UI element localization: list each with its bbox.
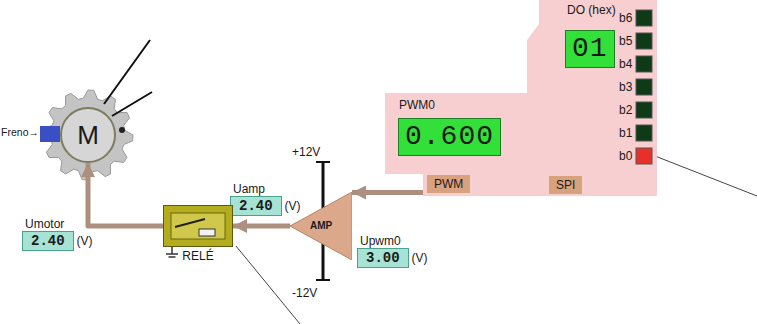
bit-label: b5 (619, 34, 632, 48)
shaft-dot (119, 127, 125, 133)
unit-label: (V) (285, 199, 301, 213)
bit-led (636, 56, 652, 72)
panel-title: PWM0 (399, 98, 435, 112)
leader-line (655, 156, 757, 196)
bit-led (636, 33, 652, 49)
bit-led (636, 148, 652, 164)
value-text: PWM (434, 176, 463, 192)
value-text: 01 (572, 33, 608, 65)
relay-inner (171, 213, 225, 239)
value-text: SPI (556, 177, 575, 193)
supply-cap (316, 161, 330, 163)
relay-coil (199, 229, 215, 236)
signal-name: Uamp (233, 182, 265, 196)
ground-symbol (169, 256, 176, 258)
panel-fill (385, 93, 527, 174)
relay-outline (163, 205, 233, 247)
ground-symbol (171, 246, 173, 254)
motor-symbol: M (60, 107, 116, 163)
bit-led (636, 102, 652, 118)
relay-switch (175, 219, 205, 227)
voltage-meter: Uamp2.40(V) (230, 196, 282, 216)
value-text: M (77, 120, 99, 151)
voltage-meter: Umotor2.40(V) (22, 231, 74, 251)
panel-fill (423, 172, 527, 196)
ground-symbol (166, 253, 178, 255)
panel-title: DO (hex) (567, 3, 616, 17)
bit-label: b4 (619, 57, 632, 71)
voltage-meter: Upwm03.00(V) (357, 248, 409, 268)
bit-label: b6 (619, 11, 632, 25)
unit-label: (V) (412, 251, 428, 265)
lcd-display: 01 (565, 30, 615, 68)
leader-line (236, 246, 300, 324)
bit-label: b0 (619, 149, 632, 163)
pwm-port: PWM (427, 175, 470, 193)
signal-name: Umotor (25, 217, 64, 231)
spi-port: SPI (549, 176, 582, 194)
relay-fill (164, 206, 233, 247)
signal-wire (233, 224, 290, 229)
bit-label: b1 (619, 126, 632, 140)
part-label: RELÉ (182, 249, 213, 263)
bit-led (636, 10, 652, 26)
value-text: 3.00 (366, 250, 400, 266)
bit-label: b3 (619, 80, 632, 94)
brake-block: Freno→ (40, 126, 60, 142)
belt-line (112, 92, 152, 116)
amplifier-fill (290, 192, 352, 260)
supply-label: -12V (292, 286, 317, 300)
bit-led (636, 125, 652, 141)
part-label: Freno→ (1, 125, 39, 139)
do-panel: DO (hex) 01SPI (527, 0, 657, 196)
unit-label: (V) (77, 234, 93, 248)
signal-wire (88, 163, 163, 226)
supply-label: +12V (292, 145, 320, 159)
value-text: 0.600 (405, 121, 494, 153)
amplifier-triangle: AMP (290, 192, 352, 260)
part-label: AMP (310, 220, 332, 232)
lcd-display: 0.600 (398, 118, 501, 156)
signal-name: Upwm0 (360, 234, 401, 248)
pwm-panel: PWM0 0.600PWM (385, 93, 527, 196)
panel-fill (527, 0, 657, 196)
supply-cap (316, 279, 330, 281)
value-text: 2.40 (31, 233, 65, 249)
bit-label: b2 (619, 103, 632, 117)
belt-line (104, 40, 150, 104)
signal-wire (352, 190, 427, 195)
value-text: 2.40 (239, 198, 273, 214)
relay-box: RELÉ (163, 205, 233, 247)
bit-led (636, 79, 652, 95)
